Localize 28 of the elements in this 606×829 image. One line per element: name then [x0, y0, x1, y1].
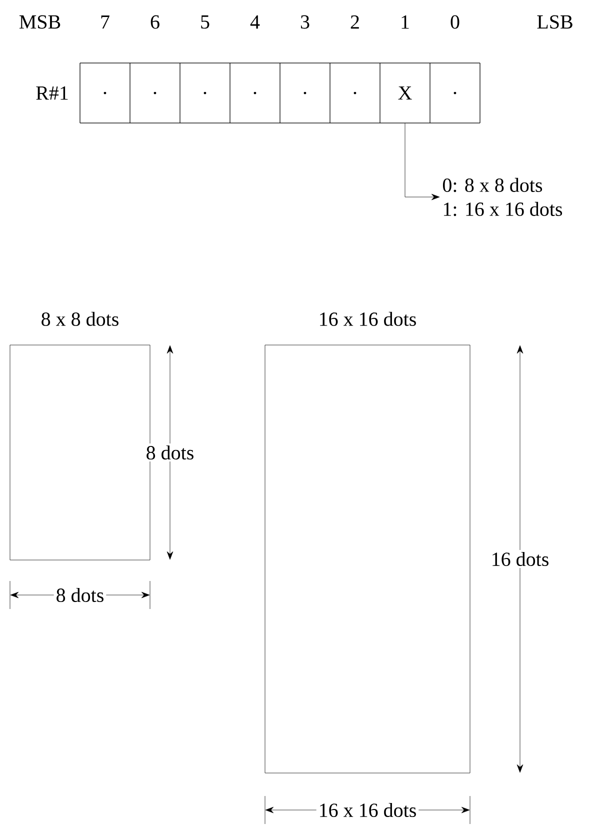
arrow [404, 123, 440, 200]
dot-matrix-box: 16 x 16 dots [264, 312, 470, 774]
bit-label: 7 [101, 15, 110, 29]
dimension-label: 16 x 16 dots [316, 800, 419, 820]
bit-label: 5 [201, 15, 210, 29]
bit-cell: . [80, 62, 130, 124]
dimension-label: 8 dots [54, 586, 106, 604]
bit-label: 6 [150, 15, 160, 29]
bit-label: MSB [19, 15, 60, 29]
bit-label: 1 [402, 15, 409, 29]
bit-label: 4 [250, 15, 260, 29]
bit-label: 2 [350, 15, 359, 29]
bit-cell: . [180, 62, 230, 124]
dimension-label: 16 dots [488, 550, 552, 568]
node-label: 16 x 16 dots [320, 312, 416, 326]
bit-cell: . [130, 62, 180, 124]
bit-label: 3 [300, 15, 310, 29]
node-label: R#1 [36, 86, 68, 100]
dimension-label: 8 dots [144, 443, 196, 462]
bit-cell: . [430, 62, 480, 124]
node-label: 8 x 8 dots [42, 312, 118, 326]
bit-cell: . [230, 62, 280, 124]
bit-cell: X [380, 62, 430, 124]
bit-label: LSB [537, 15, 572, 29]
bit-cell: . [330, 62, 380, 124]
bit-cell: . [280, 62, 330, 124]
option-text: 0: 8 x 8 dots 1: 16 x 16 dots [442, 178, 562, 216]
bit-label: 0 [450, 15, 460, 29]
